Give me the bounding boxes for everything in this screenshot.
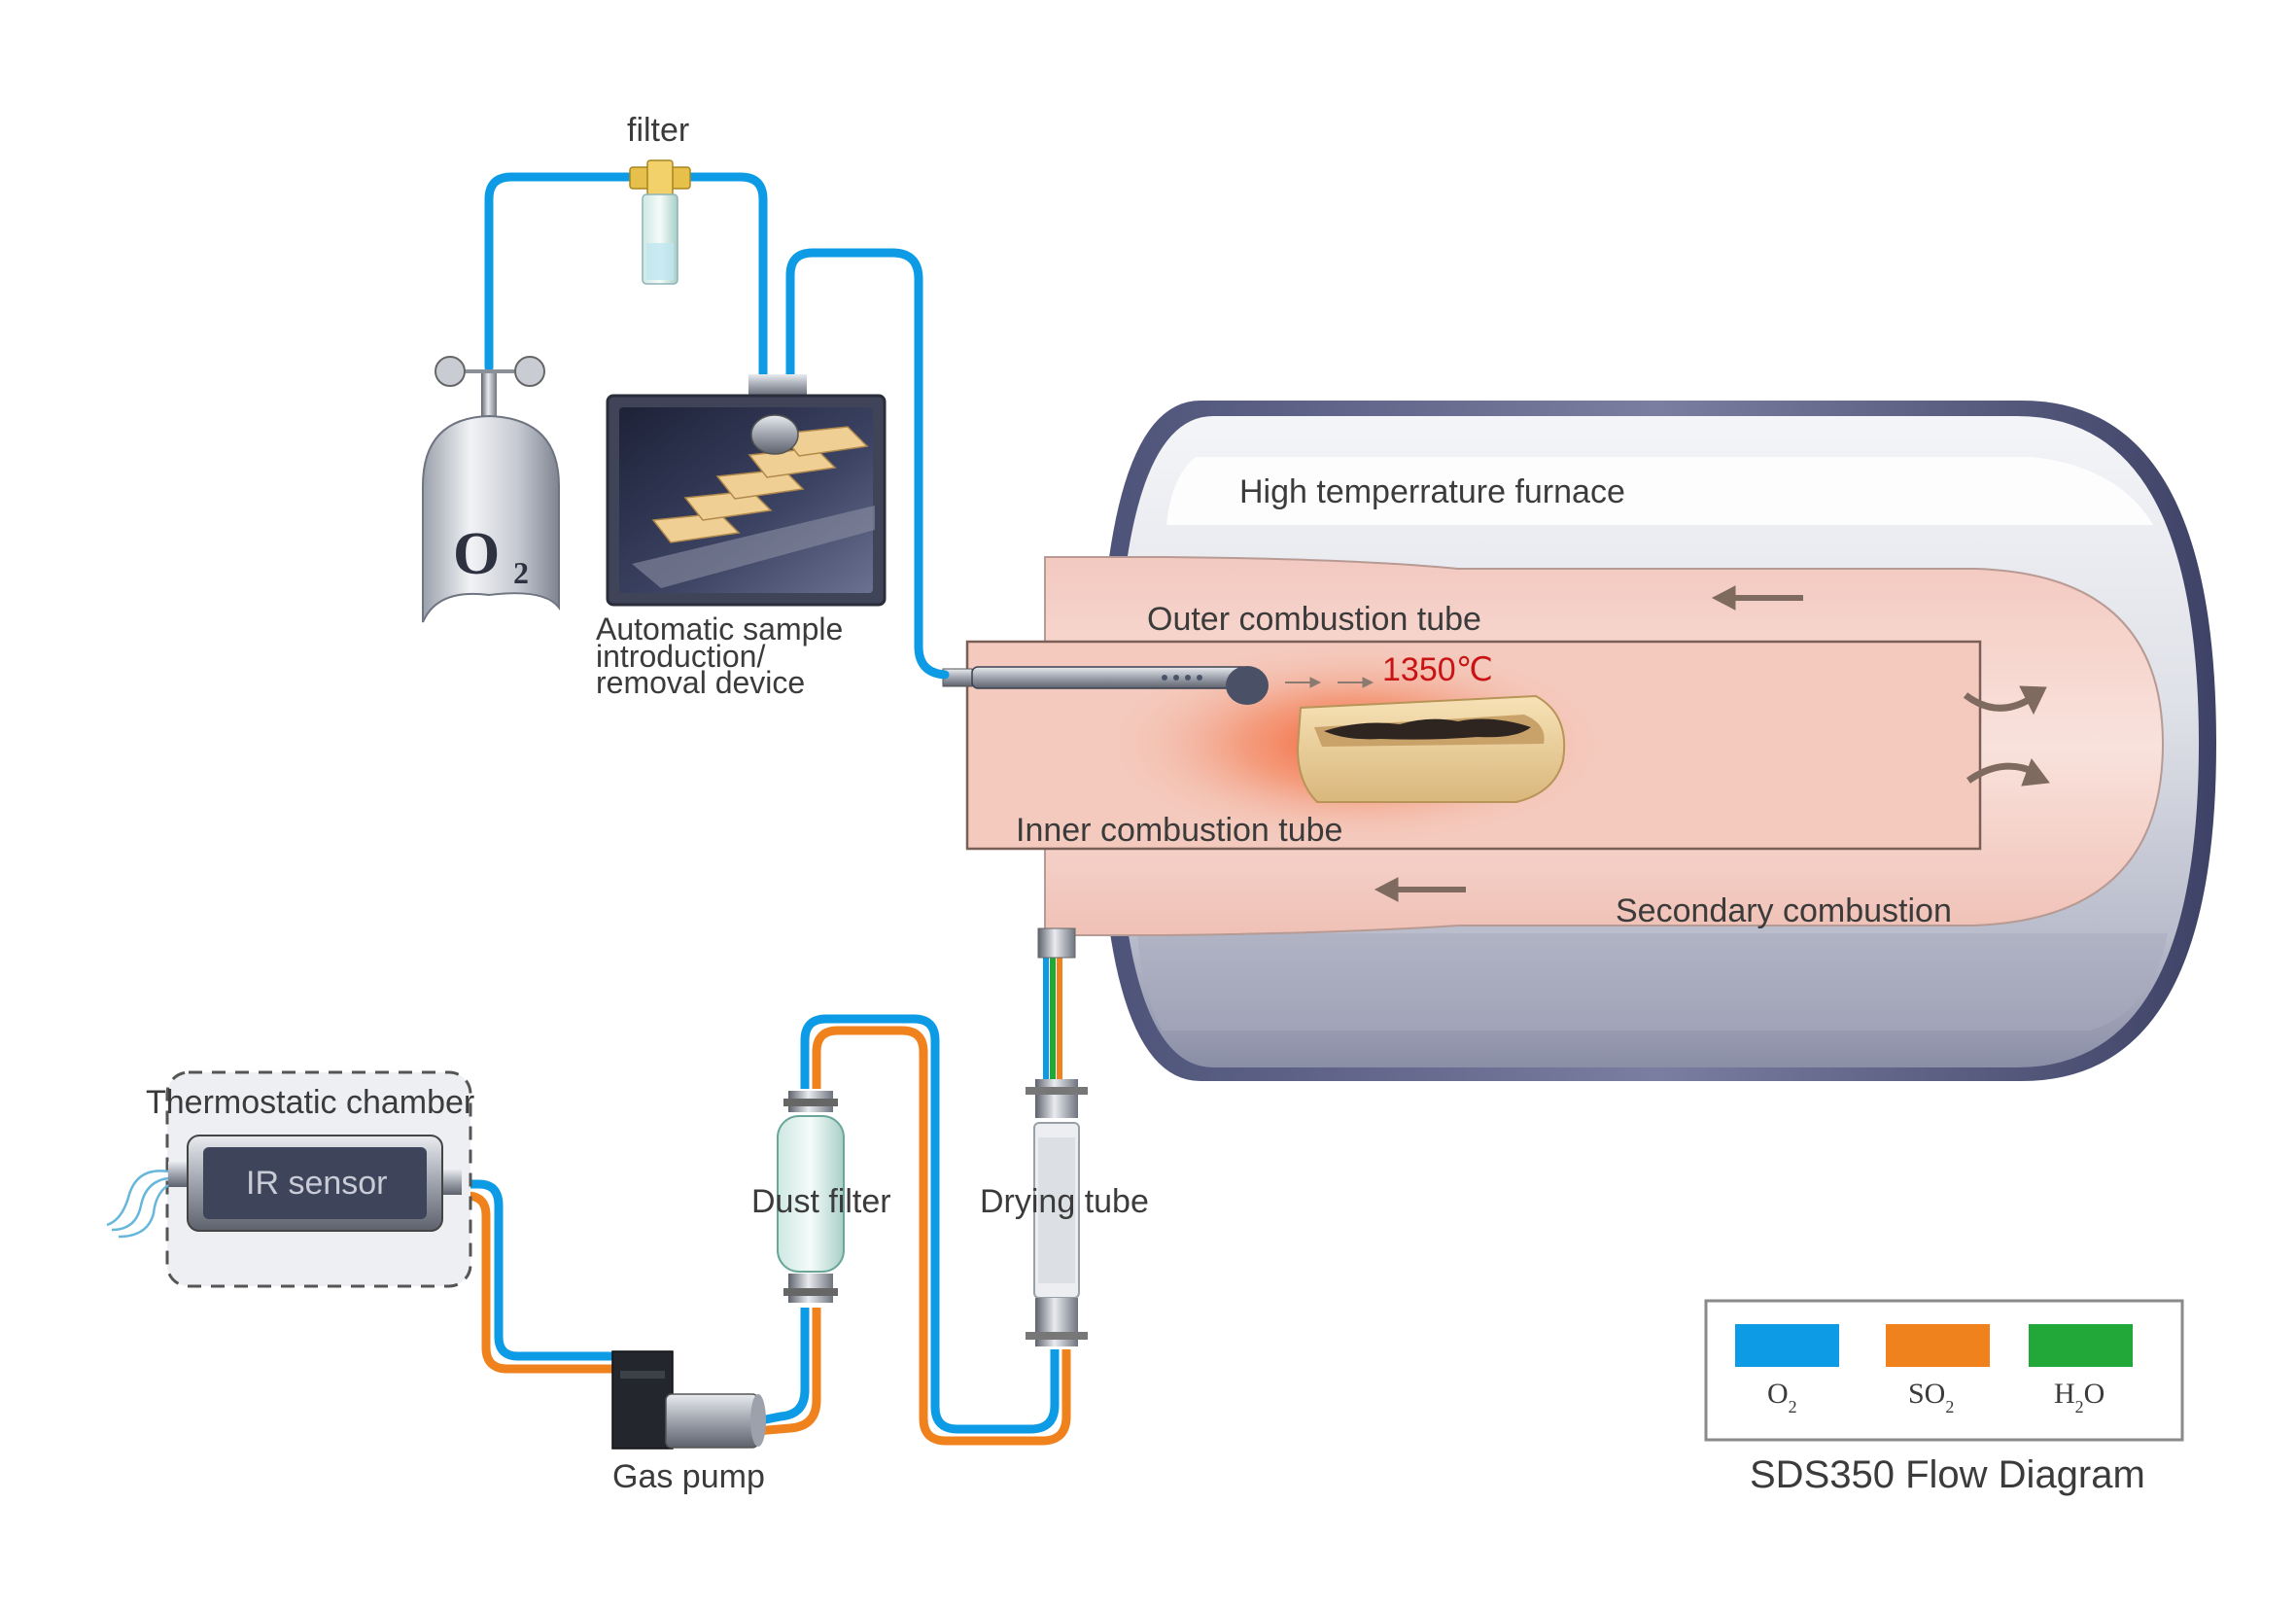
autosampler-label-line3: removal device — [596, 665, 805, 700]
legend-item-h2o: H2O — [2029, 1324, 2133, 1416]
filter — [629, 159, 691, 285]
autosampler-device — [606, 374, 887, 607]
o2-line — [484, 172, 950, 680]
gas-pump-label: Gas pump — [612, 1458, 765, 1495]
furnace-label: High temperrature furnace — [1239, 473, 1625, 510]
small-arrow-icon — [1285, 677, 1374, 688]
gauge-icon — [435, 356, 466, 387]
legend-title: SDS350 Flow Diagram — [1750, 1453, 2145, 1496]
legend-label-sub: 2 — [2075, 1397, 2084, 1416]
dust-filter-label: Dust filter — [751, 1183, 891, 1220]
combustion-output-line — [1043, 955, 1062, 1082]
autosampler-label-line1: Automatic sample — [596, 612, 843, 647]
temperature-label: 1350℃ — [1382, 651, 1493, 688]
ir-sensor — [168, 1135, 462, 1232]
filter-label: filter — [627, 112, 689, 149]
outer-tube-label: Outer combustion tube — [1147, 601, 1481, 638]
legend-item-so2: SO2 — [1886, 1324, 1990, 1416]
legend-label-tail: O — [2084, 1378, 2105, 1410]
secondary-combustion-label: Secondary combustion — [1616, 892, 1952, 929]
sample-boat — [1296, 694, 1566, 803]
o2-cylinder-subscript: 2 — [513, 555, 529, 590]
drying-tube-label: Drying tube — [980, 1183, 1149, 1220]
svg-text:SO2: SO2 — [1908, 1378, 1954, 1416]
curved-arrow-icon — [1963, 685, 2047, 716]
legend-label: H — [2054, 1378, 2075, 1410]
dust-filter-to-pump-line — [755, 1308, 821, 1436]
flow-arrows — [1285, 585, 2050, 902]
so2-loop-line — [800, 1014, 1071, 1446]
arrow-left-icon — [1711, 585, 1803, 611]
arrow-left-icon — [1374, 877, 1466, 902]
thermostatic-chamber-label: Thermostatic chamber — [146, 1084, 474, 1121]
svg-text:O2: O2 — [1767, 1378, 1797, 1416]
drying-tube — [1026, 927, 1088, 1346]
legend-label: O — [1767, 1378, 1789, 1410]
o2-cylinder-label: O — [453, 521, 500, 587]
legend: O2 SO2 H2O — [1704, 1299, 2184, 1442]
autosampler-label-line2: introduction/ — [596, 639, 765, 674]
svg-text:H2O: H2O — [2054, 1378, 2105, 1416]
exhaust-icon — [106, 1170, 169, 1239]
curved-arrow-icon — [1966, 757, 2050, 787]
o2-cylinder: O 2 — [422, 356, 560, 623]
dust-filter — [777, 1091, 845, 1303]
pump-to-sensor-line — [455, 1179, 612, 1374]
legend-item-o2: O2 — [1735, 1324, 1839, 1416]
legend-label-sub: 2 — [1945, 1397, 1954, 1416]
legend-label: SO — [1908, 1378, 1945, 1410]
ir-sensor-label: IR sensor — [246, 1165, 388, 1202]
inner-tube-label: Inner combustion tube — [1016, 812, 1342, 849]
gas-pump — [611, 1350, 766, 1450]
legend-label-sub: 2 — [1789, 1397, 1797, 1416]
oxygen-lance — [942, 666, 1269, 705]
gauge-icon — [514, 356, 545, 387]
